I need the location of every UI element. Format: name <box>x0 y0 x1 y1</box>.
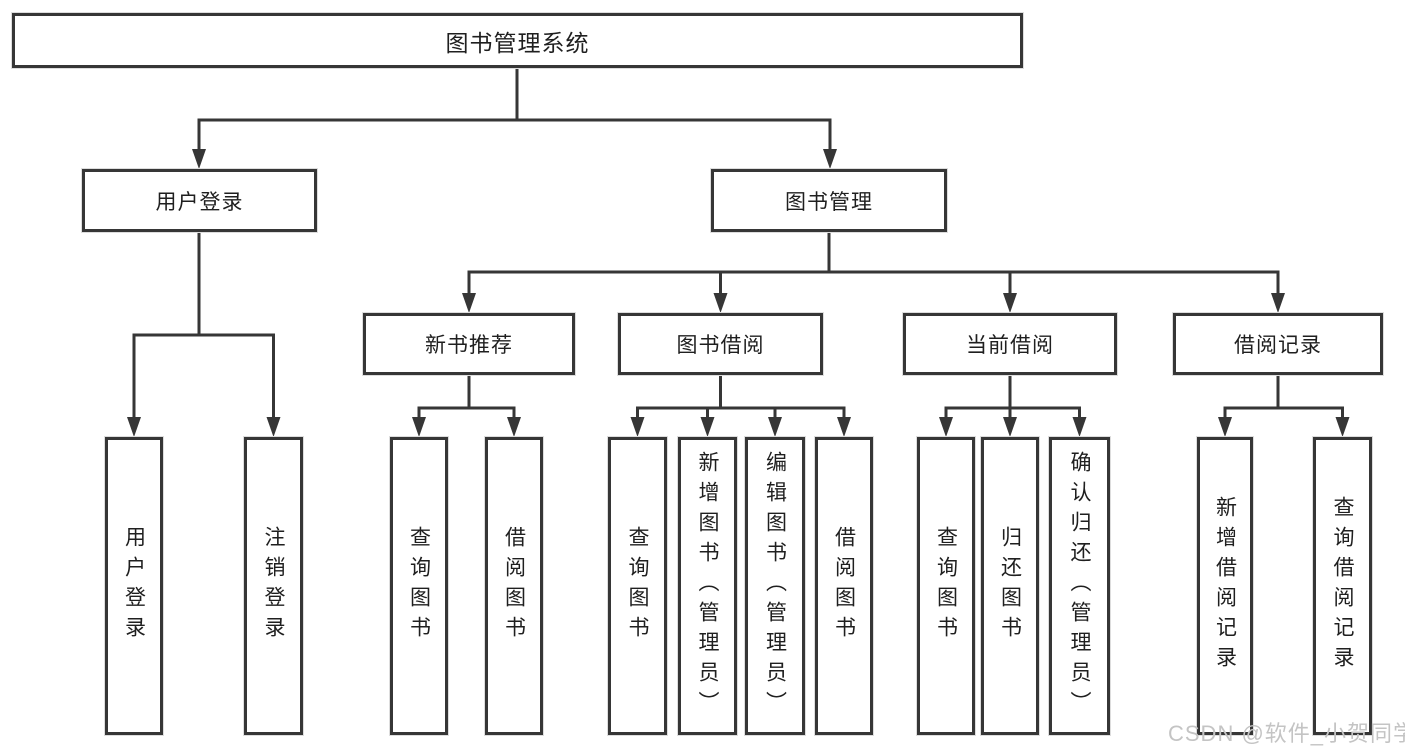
leaf-query-borrow-record-label: 查询借阅记录 <box>1331 496 1354 676</box>
leaf-add-books-admin: 新增图书（管理员） <box>678 437 737 735</box>
csdn-watermark: CSDN @软件_小贺同学 <box>1168 721 1405 746</box>
node-new-book-recommend-label: 新书推荐 <box>425 334 513 357</box>
node-borrow-records: 借阅记录 <box>1173 313 1383 375</box>
leaf-confirm-return-admin-label: 确认归还（管理员） <box>1068 451 1091 721</box>
leaf-current-query-books: 查询图书 <box>917 437 975 735</box>
leaf-return-books-label: 归还图书 <box>998 526 1022 646</box>
leaf-recommend-query-books: 查询图书 <box>390 437 448 735</box>
leaf-edit-books-admin-label: 编辑图书（管理员） <box>763 451 787 721</box>
node-root-system-label: 图书管理系统 <box>445 29 590 56</box>
node-book-management-label: 图书管理 <box>785 190 873 214</box>
leaf-user-login-label: 用户登录 <box>122 526 146 646</box>
leaf-logout-label: 注销登录 <box>262 526 285 646</box>
node-book-borrow-label: 图书借阅 <box>676 334 765 357</box>
leaf-borrow-books-label: 借阅图书 <box>832 526 856 646</box>
node-current-borrow: 当前借阅 <box>903 313 1117 375</box>
leaf-add-borrow-record-label: 新增借阅记录 <box>1213 496 1237 676</box>
leaf-recommend-query-books-label: 查询图书 <box>407 526 431 646</box>
leaf-confirm-return-admin: 确认归还（管理员） <box>1049 437 1110 735</box>
leaf-current-query-books-label: 查询图书 <box>934 526 958 646</box>
leaf-borrow-query-books: 查询图书 <box>608 437 667 735</box>
leaf-add-books-admin-label: 新增图书（管理员） <box>696 451 719 721</box>
node-user-login-branch-label: 用户登录 <box>155 190 244 214</box>
node-book-borrow: 图书借阅 <box>618 313 823 375</box>
leaf-add-borrow-record: 新增借阅记录 <box>1197 437 1253 735</box>
leaf-borrow-books: 借阅图书 <box>815 437 873 735</box>
leaf-recommend-borrow-books-label: 借阅图书 <box>502 526 526 646</box>
node-borrow-records-label: 借阅记录 <box>1234 334 1322 357</box>
leaf-borrow-query-books-label: 查询图书 <box>626 526 649 646</box>
leaf-query-borrow-record: 查询借阅记录 <box>1313 437 1372 735</box>
node-new-book-recommend: 新书推荐 <box>363 313 575 375</box>
leaf-edit-books-admin: 编辑图书（管理员） <box>745 437 805 735</box>
node-book-management: 图书管理 <box>711 169 947 232</box>
node-user-login-branch: 用户登录 <box>82 169 317 232</box>
leaf-recommend-borrow-books: 借阅图书 <box>485 437 543 735</box>
node-root-system: 图书管理系统 <box>12 13 1023 68</box>
node-current-borrow-label: 当前借阅 <box>966 334 1054 357</box>
leaf-user-login: 用户登录 <box>105 437 163 735</box>
leaf-return-books: 归还图书 <box>981 437 1039 735</box>
leaf-logout: 注销登录 <box>244 437 303 735</box>
